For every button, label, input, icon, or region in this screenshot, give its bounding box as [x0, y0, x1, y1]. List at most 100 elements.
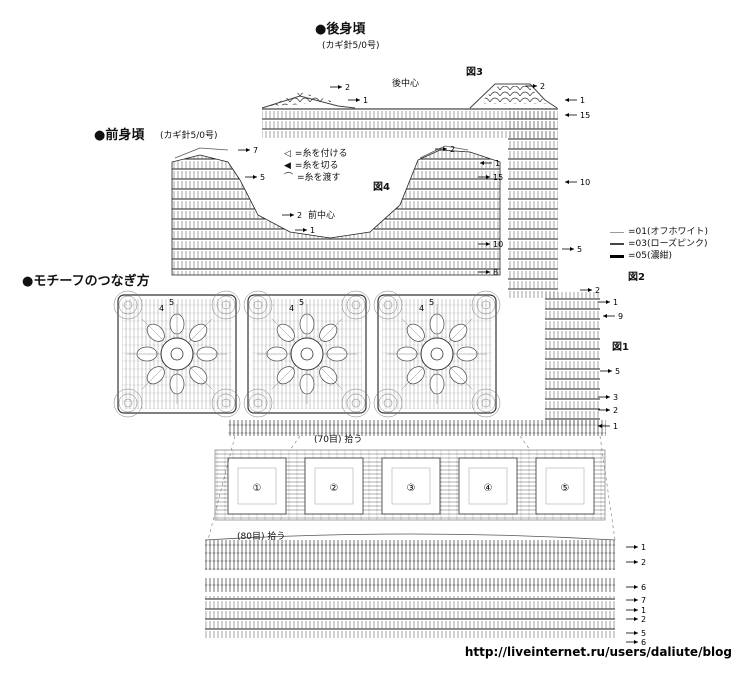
svg-text:8: 8 [493, 268, 498, 277]
symbol-legend: ◁ =糸を付ける ◀ =糸を切る ⌒ =糸を渡す [284, 148, 347, 184]
row-label: 15 [478, 173, 503, 182]
svg-text:2: 2 [345, 83, 350, 92]
svg-text:1: 1 [641, 543, 646, 552]
svg-text:3: 3 [613, 393, 618, 402]
guide-lines [207, 435, 616, 541]
back-bodice [261, 83, 558, 298]
legend-color-05: =05(濃紺) [610, 250, 708, 262]
row-label: 6 [626, 638, 646, 647]
svg-text:5: 5 [615, 367, 620, 376]
svg-text:5: 5 [641, 629, 646, 638]
panel-number: ⑤ [561, 483, 570, 494]
front-bodice [171, 145, 501, 276]
svg-text:2: 2 [613, 406, 618, 415]
svg-text:2: 2 [641, 615, 646, 624]
svg-text:1: 1 [363, 96, 368, 105]
row-label: 7 [238, 146, 258, 155]
color-swatch-icon [610, 231, 624, 233]
motif-round-number: 5 [299, 298, 304, 307]
svg-text:2: 2 [595, 286, 600, 295]
row-label: 2 [435, 145, 455, 154]
row-label: 1 [480, 159, 500, 168]
svg-text:1: 1 [613, 298, 618, 307]
row-label: 2 [525, 82, 545, 91]
row-label: 10 [565, 178, 590, 187]
back-right-slope [469, 83, 558, 109]
svg-text:1: 1 [641, 606, 646, 615]
panel-number: ③ [407, 483, 416, 494]
back-center-label: 後中心 [392, 79, 420, 89]
row-label: 2 [580, 286, 600, 295]
svg-text:7: 7 [641, 596, 646, 605]
color-swatch-icon [610, 254, 624, 258]
row-label: 3 [598, 393, 618, 402]
panel-square: ③ [381, 457, 441, 515]
back-bodice-shoulder [262, 108, 557, 138]
legend-attach-yarn: ◁ =糸を付ける [284, 149, 348, 159]
svg-text:5: 5 [577, 245, 582, 254]
panel-square: ⑤ [535, 457, 595, 515]
row-label: 5 [562, 245, 582, 254]
row-label: 1 [626, 606, 646, 615]
motif-square: 54 [373, 290, 501, 418]
motif-round-number: 5 [169, 298, 174, 307]
row-label: 2 [330, 83, 350, 92]
row-label: 5 [626, 629, 646, 638]
curve-icon: ⌒ [284, 173, 294, 183]
svg-text:1: 1 [613, 422, 618, 431]
svg-text:2: 2 [297, 211, 302, 220]
legend-color-03: =03(ローズピンク) [610, 238, 708, 250]
filled-triangle-icon: ◀ [284, 161, 291, 171]
row-label: 2 [598, 406, 618, 415]
fig1-label: 図1 [612, 342, 629, 353]
row-label: 1 [626, 543, 646, 552]
svg-text:15: 15 [580, 111, 590, 120]
row-label: 1 [598, 298, 618, 307]
svg-text:1: 1 [495, 159, 500, 168]
row-label: 15 [565, 111, 590, 120]
front-bodice-body [171, 149, 501, 276]
svg-text:6: 6 [641, 583, 646, 592]
fig3-label: 図3 [466, 67, 483, 78]
motif-title: ●モチーフのつなぎ方 [22, 274, 150, 289]
panel-square: ② [304, 457, 364, 515]
svg-text:6: 6 [641, 638, 646, 647]
svg-text:9: 9 [618, 312, 623, 321]
pick-80-label: (80目) 拾う [237, 532, 286, 542]
fig1-strip [545, 292, 600, 424]
row-label: 1 [565, 96, 585, 105]
panel-square: ④ [458, 457, 518, 515]
back-title: ●後身頃 [315, 22, 366, 37]
svg-text:7: 7 [253, 146, 258, 155]
row-label: 1 [295, 226, 315, 235]
svg-text:2: 2 [641, 558, 646, 567]
svg-text:1: 1 [580, 96, 585, 105]
motif-round-number: 4 [289, 304, 294, 313]
front-center-label: 前中心 [308, 211, 336, 221]
motif-round-number: 4 [159, 304, 164, 313]
row-label: 8 [478, 268, 498, 277]
row-label: 5 [245, 173, 265, 182]
color-swatch-icon [610, 243, 624, 245]
bottom-bands [204, 533, 616, 638]
band-70 [228, 420, 606, 436]
pick-70-label: (70目) 拾う [314, 435, 363, 445]
row-label: 2 [626, 615, 646, 624]
row-label: 9 [603, 312, 623, 321]
svg-text:2: 2 [540, 82, 545, 91]
svg-text:10: 10 [580, 178, 590, 187]
row-label: 6 [626, 583, 646, 592]
source-url[interactable]: http://liveinternet.ru/users/daliute/blo… [464, 645, 732, 659]
fig4-label: 図4 [373, 182, 390, 193]
back-hook-size: (カギ針5/0号) [322, 41, 380, 51]
row-label: 2 [282, 211, 302, 220]
motif-round-number: 5 [429, 298, 434, 307]
motif-square: 54 [243, 290, 371, 418]
color-legend: =01(オフホワイト) =03(ローズピンク) =05(濃紺) [610, 226, 708, 262]
fig2-label: 図2 [628, 272, 645, 283]
row-label: 7 [626, 596, 646, 605]
